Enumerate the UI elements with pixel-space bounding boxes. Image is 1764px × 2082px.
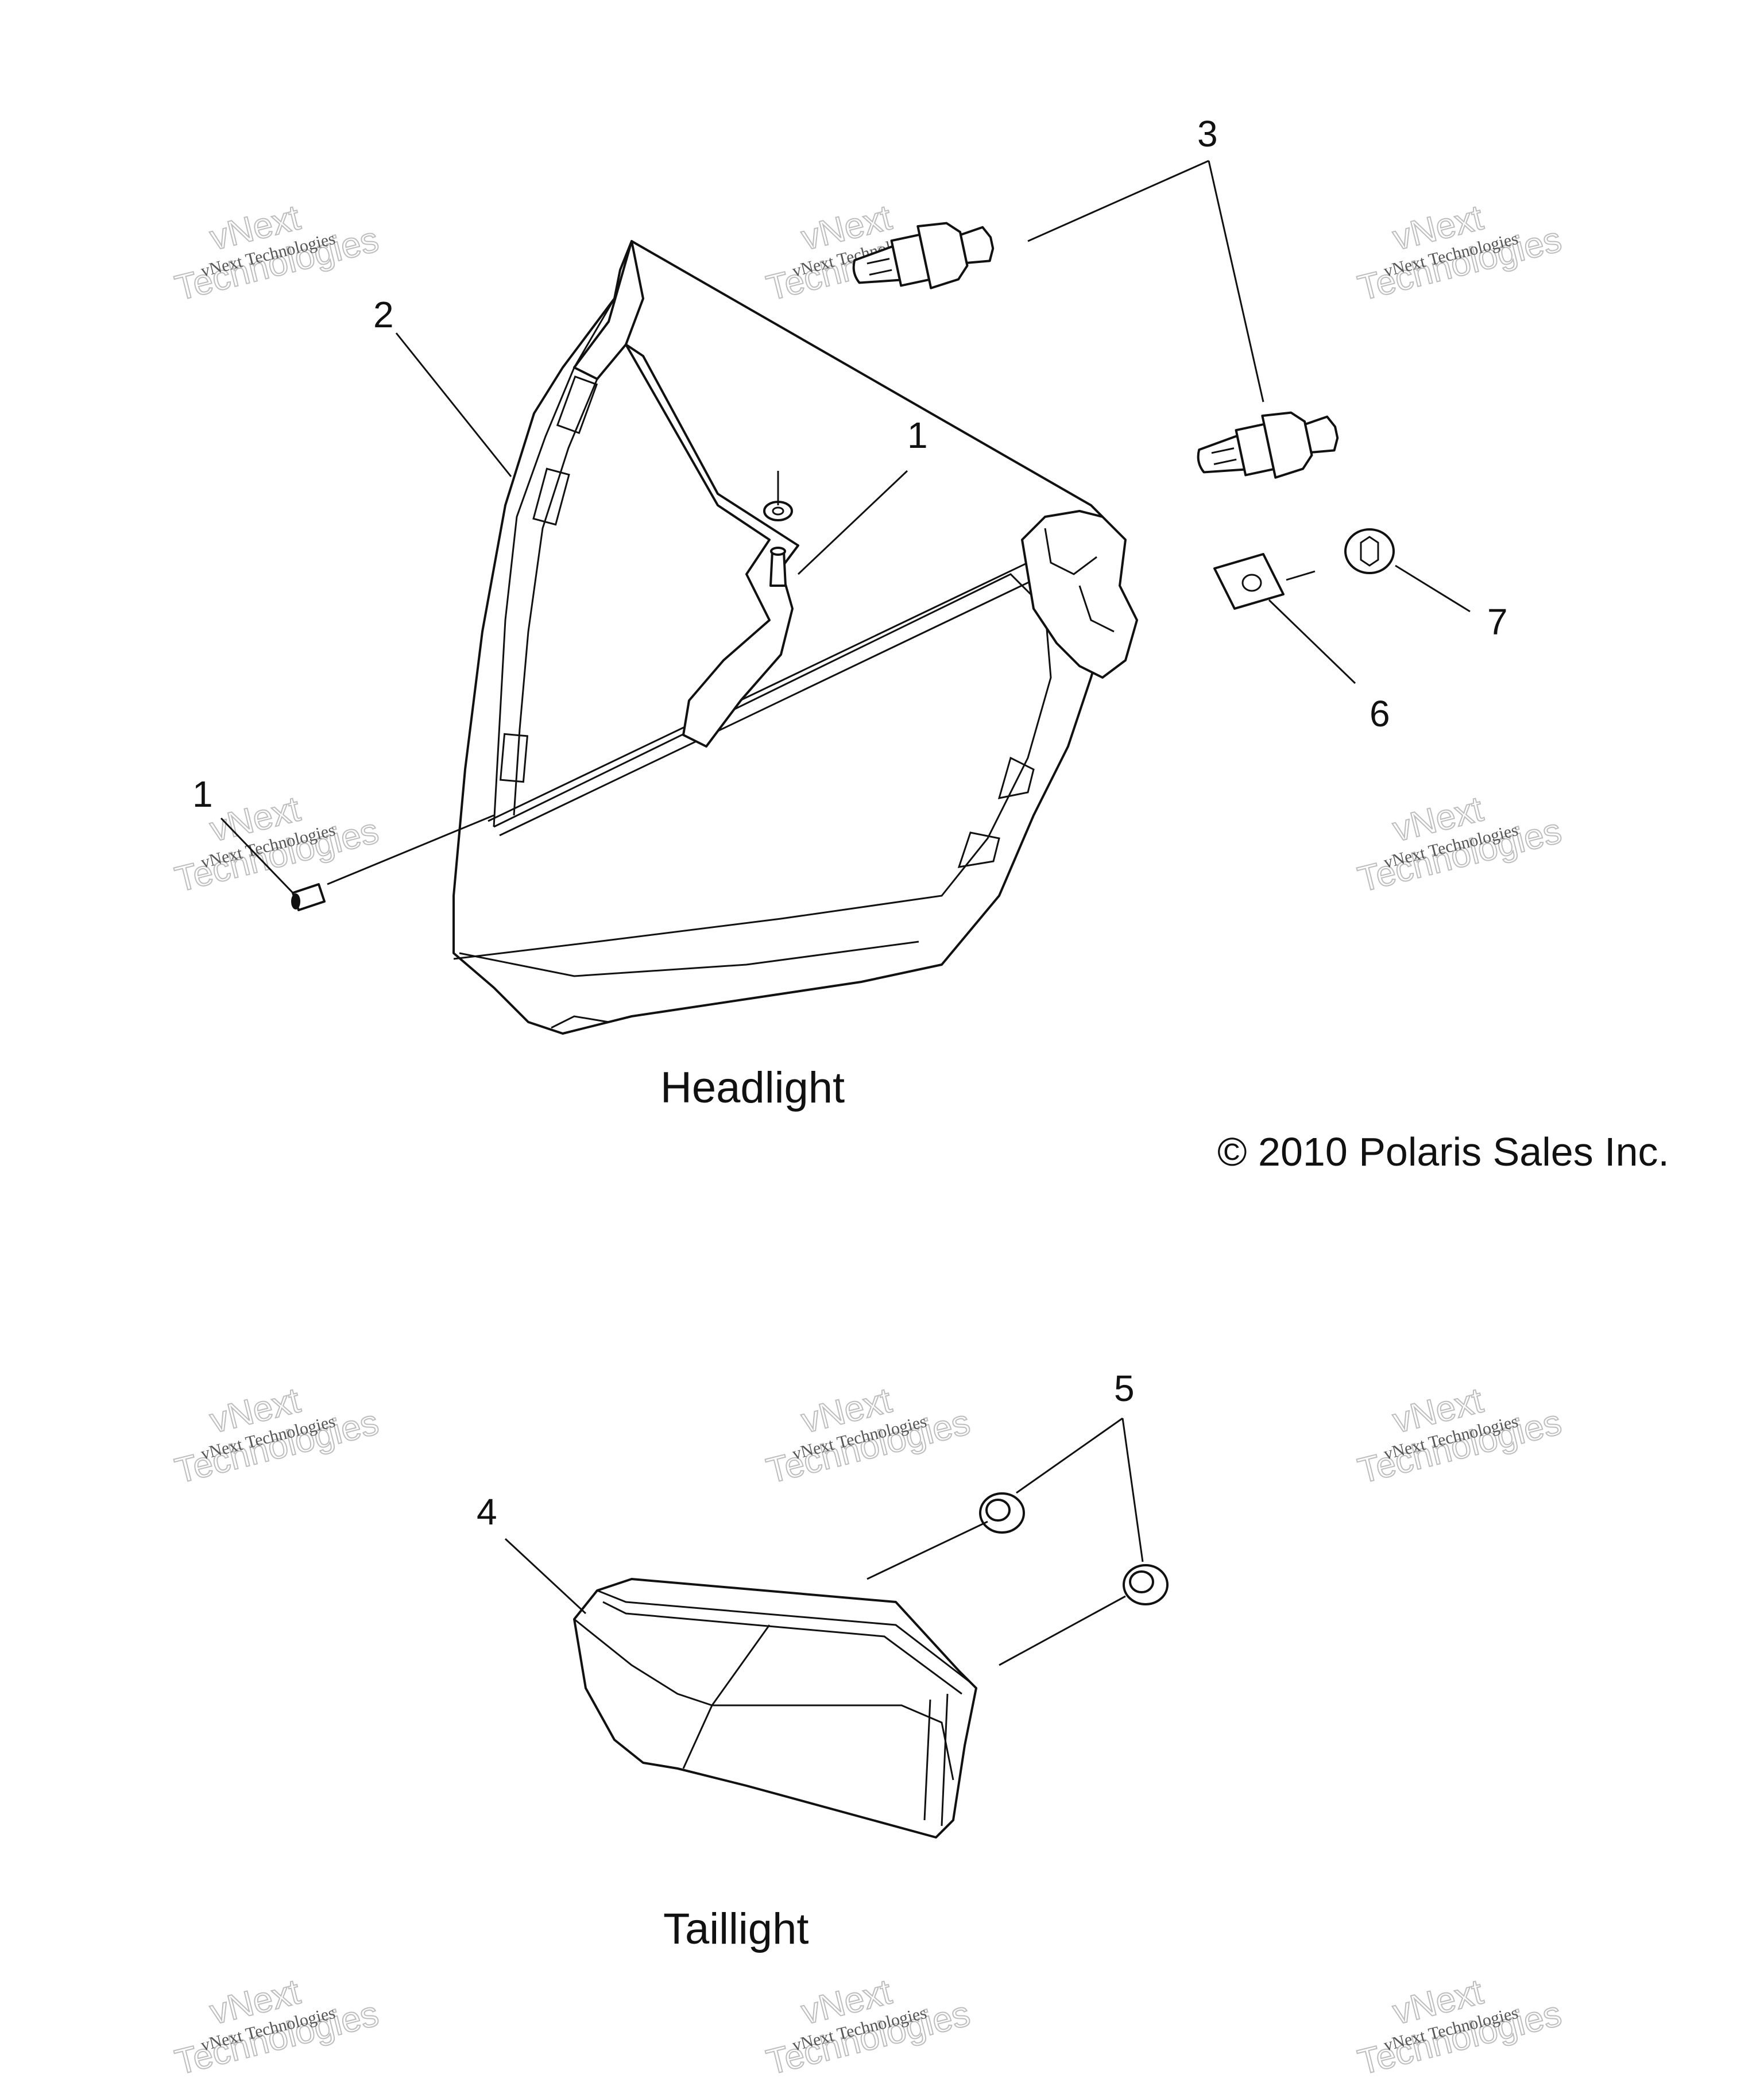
callout-2: 2 xyxy=(373,294,394,335)
callout-6: 6 xyxy=(1370,693,1390,734)
watermark-lower-center: vNext Technologies vNext Technologies xyxy=(762,1380,974,1492)
watermark-lower-right: vNext Technologies vNext Technologies xyxy=(1353,1380,1566,1492)
watermark-bottom-left: vNext Technologies vNext Technologies xyxy=(171,1971,383,2082)
callout-5: 5 xyxy=(1114,1368,1135,1409)
headlight-title: Headlight xyxy=(660,1063,845,1112)
headlight-bulb-lower xyxy=(1197,411,1339,479)
headlight-leaders xyxy=(220,160,1471,894)
watermark-top-left: vNext Technologies vNext Technologies xyxy=(171,197,383,309)
callout-4: 4 xyxy=(477,1491,497,1533)
watermark-mid-right: vNext Technologies vNext Technologies xyxy=(1353,788,1566,900)
clip-nut xyxy=(1213,553,1316,610)
watermark-bottom-right: vNext Technologies vNext Technologies xyxy=(1353,1971,1566,2082)
taillight-nut-upper xyxy=(979,1492,1025,1534)
taillight-nut-lower xyxy=(1123,1564,1169,1605)
copyright-notice: © 2010 Polaris Sales Inc. xyxy=(1217,1129,1669,1174)
taillight-leaders xyxy=(504,1417,1144,1666)
callout-3: 3 xyxy=(1197,113,1218,154)
torx-screw xyxy=(1344,528,1395,574)
callout-1-lower: 1 xyxy=(192,773,213,815)
callout-7: 7 xyxy=(1487,601,1508,643)
callout-1-upper: 1 xyxy=(907,415,928,456)
headlight-lower-screw xyxy=(291,883,326,911)
headlight-upper-screw xyxy=(763,471,793,587)
headlight-bulb-upper xyxy=(852,222,995,289)
watermark-top-right: vNext Technologies vNext Technologies xyxy=(1353,197,1566,309)
watermark-lower-left: vNext Technologies vNext Technologies xyxy=(171,1380,383,1492)
watermark-bottom-center: vNext Technologies vNext Technologies xyxy=(762,1971,974,2082)
taillight-housing xyxy=(573,1578,977,1839)
headlight-housing xyxy=(452,240,1138,1035)
taillight-title: Taillight xyxy=(663,1905,808,1953)
